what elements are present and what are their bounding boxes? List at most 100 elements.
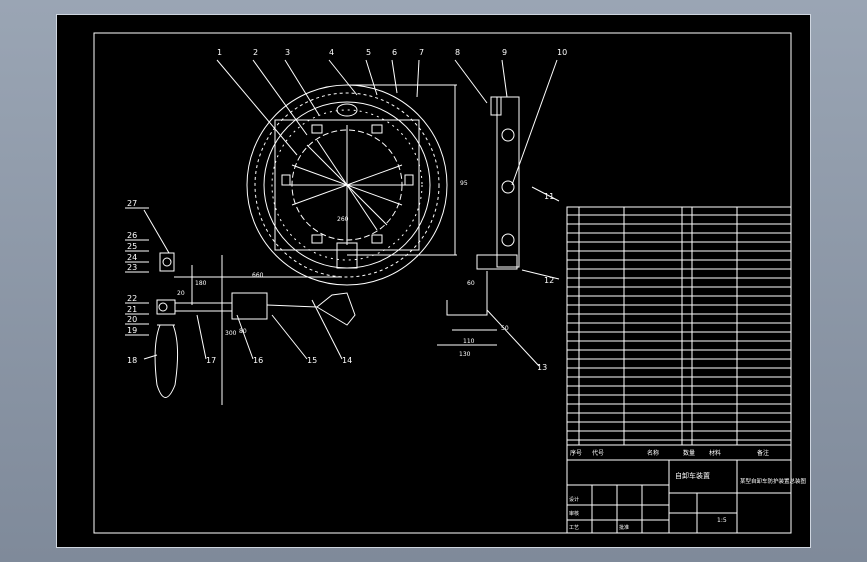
leader-17 (196, 314, 207, 360)
leader-9 (501, 59, 508, 98)
leader-6 (391, 59, 398, 94)
balloon-14: 14 (342, 356, 352, 365)
dim-label-130: 130 (459, 351, 471, 358)
title-block-frame (566, 444, 792, 534)
balloon-9: 9 (502, 48, 507, 57)
leader-15 (271, 314, 308, 360)
leader-11 (531, 186, 560, 202)
side-clamp (476, 254, 518, 270)
crank-assembly (154, 252, 356, 405)
leader-10 (511, 59, 558, 186)
bracket-tl (311, 124, 323, 134)
col-header-name: 名称 (647, 449, 659, 457)
dim-label-95: 95 (460, 180, 468, 187)
bracket-r (404, 174, 414, 186)
outer-ring-hatch (254, 92, 440, 278)
balloon-12: 12 (544, 276, 554, 285)
hand-grip (154, 324, 179, 398)
leader-5 (365, 59, 378, 96)
side-view (437, 96, 520, 346)
balloon-18: 18 (127, 356, 137, 365)
side-hole-1 (501, 128, 515, 142)
dimension-labels: 660 110 130 60 180 300 260 80 20 50 95 (177, 180, 509, 358)
side-top-block (490, 96, 502, 116)
bom-rows (567, 214, 791, 441)
balloon-22: 22 (127, 294, 137, 303)
balloon-16: 16 (253, 356, 263, 365)
balloon-5: 5 (366, 48, 371, 57)
upper-knuckle (159, 252, 175, 272)
lower-knuckle-pin (158, 302, 168, 312)
rod (266, 304, 318, 308)
side-hole-3 (501, 233, 515, 247)
balloon-21: 21 (127, 305, 137, 314)
balloon-13: 13 (537, 363, 547, 372)
balloon-10: 10 (557, 48, 567, 57)
leader-3 (284, 59, 320, 116)
crank-hook (316, 292, 356, 326)
dim-label-660: 660 (252, 272, 264, 279)
leader-8 (454, 59, 488, 104)
role-process: 工艺 (569, 525, 579, 531)
parts-list-frame (566, 206, 792, 446)
leader-27 (143, 209, 170, 254)
balloon-19: 19 (127, 326, 137, 335)
col-header-code: 代号 (592, 449, 604, 457)
balloon-23: 23 (127, 263, 137, 272)
side-plate (496, 96, 520, 268)
leader-4 (328, 59, 358, 96)
leader-16 (236, 314, 254, 360)
balloon-17: 17 (206, 356, 216, 365)
bracket-tr (371, 124, 383, 134)
leader-13 (486, 309, 540, 367)
middle-ring-hatch (271, 109, 423, 261)
dim-label-80: 80 (239, 328, 247, 335)
balloon-7: 7 (419, 48, 424, 57)
role-approver: 批准 (619, 524, 629, 531)
balloon-3: 3 (285, 48, 290, 57)
assembly-name: 自卸车装置 (675, 471, 710, 480)
leaders (143, 59, 560, 367)
leader-7 (416, 59, 420, 98)
role-designer: 设计 (569, 496, 579, 503)
balloon-24: 24 (127, 253, 137, 262)
leader-12 (521, 269, 560, 280)
col-header-material: 材料 (709, 449, 721, 457)
balloon-6: 6 (392, 48, 397, 57)
upper-knuckle-pin (162, 257, 172, 267)
col-header-seq: 序号 (570, 449, 582, 457)
balloon-25: 25 (127, 242, 137, 251)
leader-18 (143, 354, 158, 360)
drawing-canvas: 1234567891011121314151617181920212223242… (93, 32, 807, 534)
drawing-title: 某型自卸车防护装置总装图 (740, 477, 807, 485)
balloon-20: 20 (127, 315, 137, 324)
dim-label-50: 50 (501, 325, 509, 332)
leader-1 (216, 59, 298, 156)
diag-line-4 (316, 139, 378, 231)
col-header-remark: 备注 (757, 449, 769, 457)
balloon-1: 1 (217, 48, 222, 57)
lower-knuckle (156, 299, 176, 315)
leader-2 (252, 59, 308, 136)
bracket-l (281, 174, 291, 186)
inner-frame-rect (274, 119, 420, 251)
balloon-2: 2 (253, 48, 258, 57)
balloon-26: 26 (127, 231, 137, 240)
balloon-27: 27 (127, 199, 137, 208)
coupling (231, 292, 268, 320)
dim-label-60: 60 (467, 280, 475, 287)
bracket-br (371, 234, 383, 244)
wheel-assembly (246, 84, 457, 286)
balloon-8: 8 (455, 48, 460, 57)
dim-label-110: 110 (463, 338, 475, 345)
bracket-bl (311, 234, 323, 244)
dim-label-20: 20 (177, 290, 185, 297)
dim-label-260: 260 (337, 216, 349, 223)
balloon-11: 11 (544, 192, 554, 201)
leader-14 (311, 299, 343, 360)
balloon-4: 4 (329, 48, 334, 57)
role-reviewer: 审核 (569, 510, 579, 517)
